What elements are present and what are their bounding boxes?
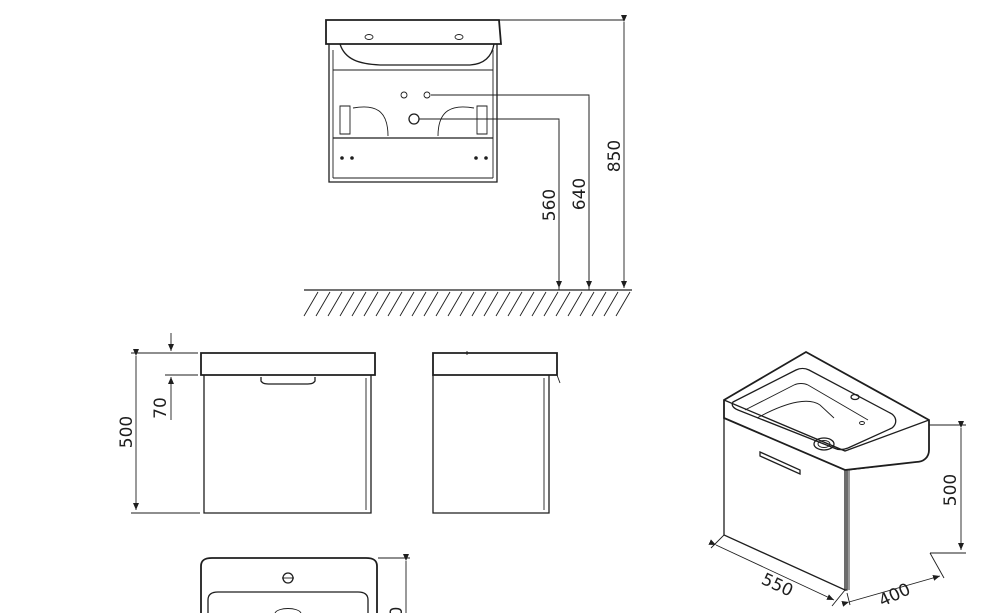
hatch-line xyxy=(387,291,403,317)
plan-view: 0 xyxy=(200,554,410,613)
dim-plan-partial: 0 xyxy=(387,607,407,613)
hatch-line xyxy=(507,291,523,317)
dim-850: 850 xyxy=(605,140,625,172)
hatch-line xyxy=(423,291,439,317)
hatch-line xyxy=(495,291,511,317)
hatch-line xyxy=(567,291,583,317)
dim-500-iso: 500 xyxy=(941,474,961,506)
dim-70: 70 xyxy=(151,397,171,419)
front-mount-view xyxy=(325,19,624,290)
dim-550: 550 xyxy=(758,570,796,602)
hatch-line xyxy=(543,291,559,317)
hatch-line xyxy=(483,291,499,317)
tap-hole-icon xyxy=(850,393,860,401)
side-elevation xyxy=(432,351,561,514)
dim-500-left: 500 xyxy=(117,416,137,448)
supply-hole-icon xyxy=(400,91,408,99)
hatch-line xyxy=(339,291,355,317)
hatch-line xyxy=(315,291,331,317)
hatch-line xyxy=(435,291,451,317)
hatch-line xyxy=(591,291,607,317)
floor-hatch xyxy=(303,289,632,317)
hatch-line xyxy=(375,291,391,317)
supply-hole-icon xyxy=(423,91,431,99)
hatch-line xyxy=(447,291,463,317)
hatch-line xyxy=(363,291,379,317)
hatch-line xyxy=(579,291,595,317)
hatch-line xyxy=(327,291,343,317)
hatch-line xyxy=(411,291,427,317)
hatch-line xyxy=(303,291,319,317)
front-elevation: 500 70 xyxy=(117,333,376,514)
hatch-line xyxy=(471,291,487,317)
dim-400: 400 xyxy=(876,580,914,612)
hatch-line xyxy=(399,291,415,317)
hatch-line xyxy=(351,291,367,317)
waste-hole-icon xyxy=(408,113,420,125)
hatch-line xyxy=(459,291,475,317)
hatch-line xyxy=(531,291,547,317)
dim-560: 560 xyxy=(540,189,560,221)
hatch-line xyxy=(615,291,631,317)
isometric-view: 500 550 400 xyxy=(708,350,966,612)
hatch-line xyxy=(555,291,571,317)
hatch-line xyxy=(519,291,535,317)
hatch-line xyxy=(603,291,619,317)
dim-640: 640 xyxy=(570,178,590,210)
height-dimensions: 850 640 560 xyxy=(540,15,627,288)
drain-icon xyxy=(813,437,835,451)
